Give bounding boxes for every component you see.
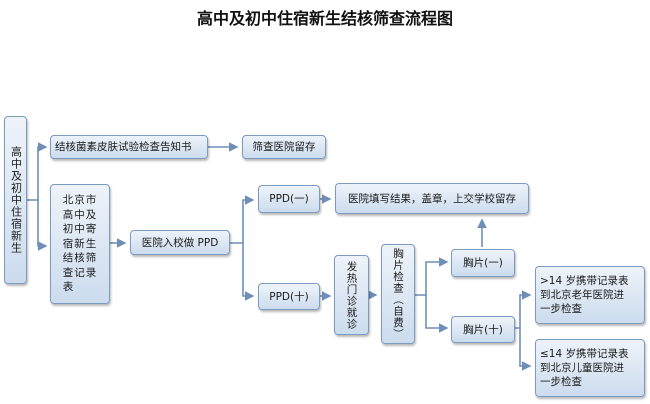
notice-box: 结核菌素皮肤试验检查告知书 [50,135,208,159]
fill-result-box: 医院填写结果，盖章，上交学校留存 [335,183,529,214]
xray-positive-box: 胸片(十) [451,316,515,343]
fever-clinic-box: 发热门诊就诊 [334,255,369,335]
record-form-box: 北京市 高中及 初中寄 宿新生 结核筛 查记录 表 [50,184,110,304]
students-box: 高中及初中住宿新生 [4,116,27,284]
age-under-14-box: ≤14 岁携带记录表 到北京儿童医院进 一步检查 [535,339,645,397]
ppd-negative-box: PPD(一) [258,185,320,213]
chest-xray-box: 胸片检查（自费） [381,244,415,344]
hospital-record-box: 筛查医院留存 [242,135,326,159]
ppd-positive-box: PPD(十) [258,283,320,310]
ppd-test-box: 医院入校做 PPD [130,230,230,255]
page-title: 高中及初中住宿新生结核筛查流程图 [196,9,453,28]
xray-negative-box: 胸片(一) [451,249,515,277]
age-over-14-box: >14 岁携带记录表 到北京老年医院进 一步检查 [535,266,645,324]
